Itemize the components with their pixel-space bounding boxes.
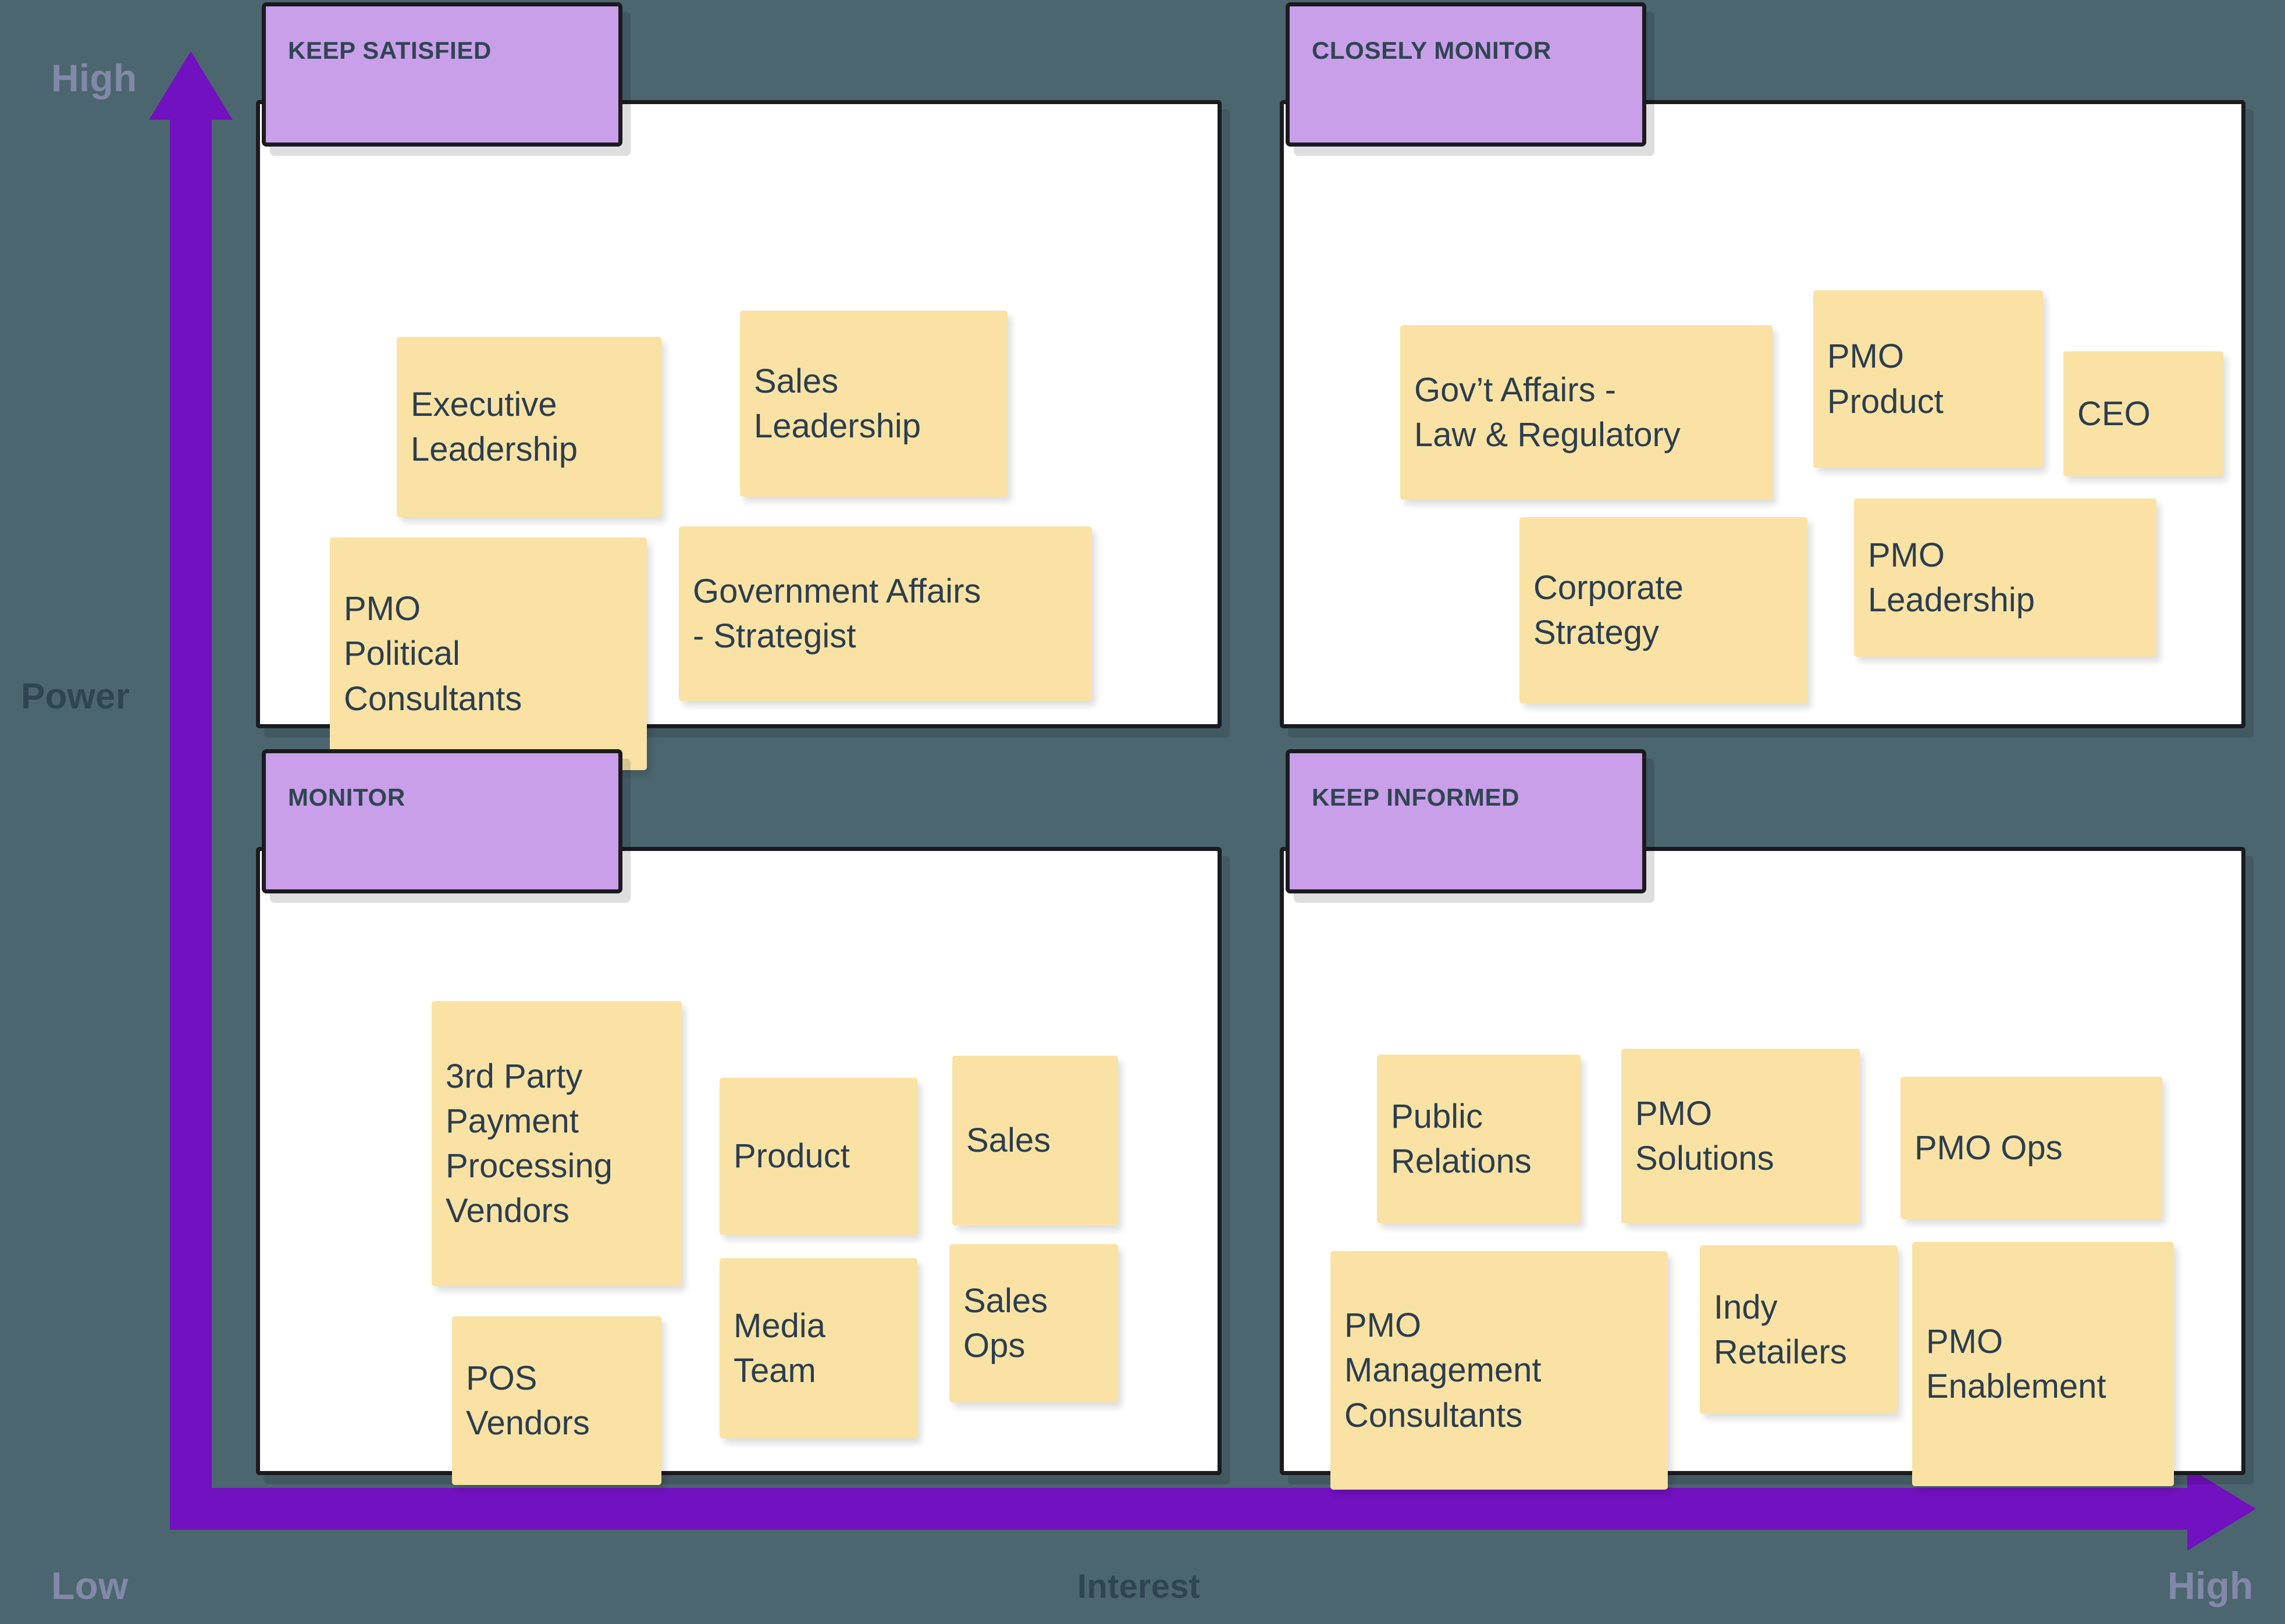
power-axis-arrowhead-icon [149, 51, 233, 120]
sticky-note[interactable]: PMO Solutions [1621, 1049, 1860, 1223]
quadrant-tab-closely-monitor[interactable]: CLOSELY MONITOR [1286, 2, 1646, 147]
x-axis-high-label: High [2167, 1564, 2254, 1607]
quadrant-tab-label: CLOSELY MONITOR [1312, 37, 1551, 64]
sticky-note[interactable]: Sales Leadership [740, 311, 1008, 497]
sticky-note[interactable]: Media Team [720, 1258, 917, 1438]
sticky-note[interactable]: Sales [952, 1056, 1118, 1226]
sticky-note[interactable]: 3rd Party Payment Processing Vendors [432, 1001, 682, 1286]
x-axis-title: Interest [1077, 1568, 1201, 1605]
sticky-note[interactable]: PMO Ops [1900, 1077, 2162, 1219]
interest-axis-arrowhead-icon [2187, 1467, 2256, 1551]
sticky-note[interactable]: Corporate Strategy [1519, 517, 1807, 703]
y-axis-high-label: High [51, 56, 137, 99]
quadrant-tab-label: MONITOR [288, 783, 405, 811]
sticky-note[interactable]: PMO Enablement [1912, 1242, 2174, 1486]
y-axis-title: Power [21, 676, 130, 717]
sticky-note[interactable]: Public Relations [1377, 1055, 1581, 1223]
sticky-note[interactable]: POS Vendors [452, 1316, 661, 1485]
quadrant-tab-label: KEEP INFORMED [1312, 783, 1520, 811]
x-axis-low-label: Low [51, 1564, 129, 1607]
quadrant-tab-label: KEEP SATISFIED [288, 37, 492, 64]
sticky-note[interactable]: PMO Leadership [1854, 498, 2156, 657]
quadrant-tab-keep-informed[interactable]: KEEP INFORMED [1286, 749, 1646, 893]
sticky-note[interactable]: PMO Political Consultants [330, 537, 647, 770]
interest-axis-shaft [170, 1488, 2194, 1530]
power-axis-shaft [170, 116, 212, 1530]
sticky-note[interactable]: Government Affairs - Strategist [679, 526, 1092, 701]
quadrant-tab-keep-satisfied[interactable]: KEEP SATISFIED [262, 2, 622, 147]
sticky-note[interactable]: Product [720, 1078, 917, 1235]
sticky-note[interactable]: Gov’t Affairs - Law & Regulatory [1400, 325, 1773, 500]
sticky-note[interactable]: PMO Product [1813, 290, 2043, 468]
sticky-note[interactable]: Sales Ops [949, 1244, 1118, 1402]
quadrant-tab-monitor[interactable]: MONITOR [262, 749, 622, 893]
sticky-note[interactable]: Indy Retailers [1700, 1245, 1898, 1414]
sticky-note[interactable]: PMO Management Consultants [1330, 1251, 1668, 1490]
sticky-note[interactable]: CEO [2063, 351, 2223, 476]
sticky-note[interactable]: Executive Leadership [397, 337, 661, 517]
